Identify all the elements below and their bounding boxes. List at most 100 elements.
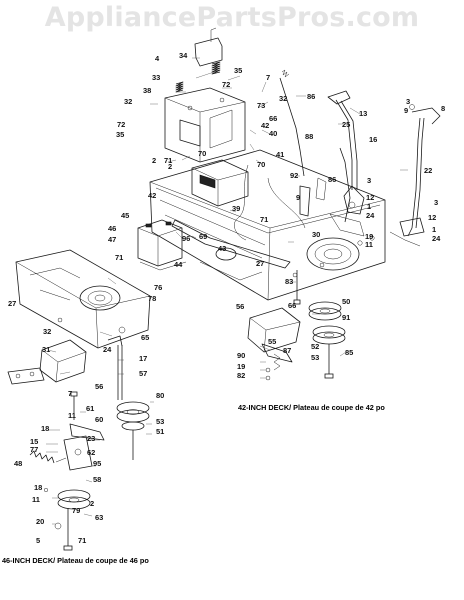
callout-23: 23: [87, 434, 95, 443]
callout-77: 77: [30, 445, 38, 454]
callout-56b: 56: [95, 382, 103, 391]
callout-71b: 71: [260, 215, 268, 224]
main-frame: [149, 149, 386, 301]
callout-69: 69: [199, 232, 207, 241]
callout-8: 8: [441, 104, 445, 113]
callout-13: 13: [359, 109, 367, 118]
callout-3a: 3: [406, 97, 410, 106]
callout-2a: 2: [152, 156, 156, 165]
callout-32c: 32: [43, 327, 51, 336]
callout-35a: 35: [234, 66, 242, 75]
callout-42b: 42: [148, 191, 156, 200]
callout-35b: 35: [116, 130, 124, 139]
callout-7b: 7: [68, 389, 72, 398]
callout-25: 25: [342, 120, 350, 129]
leader-lines: [46, 57, 408, 525]
callout-30: 30: [312, 230, 320, 239]
callout-12a: 12: [366, 193, 374, 202]
callout-91: 91: [342, 313, 350, 322]
callout-60: 60: [95, 415, 103, 424]
callout-82: 82: [237, 371, 245, 380]
callout-53b: 53: [156, 417, 164, 426]
callout-72b: 72: [117, 120, 125, 129]
brake-rod: [389, 104, 441, 247]
callout-46: 46: [108, 224, 116, 233]
callout-20: 20: [36, 517, 44, 526]
deck42-idler: [247, 270, 346, 381]
callout-56a: 56: [236, 302, 244, 311]
callout-32a: 32: [124, 97, 132, 106]
callout-32b: 32: [279, 94, 287, 103]
callout-11b: 11: [68, 411, 76, 420]
callout-78: 78: [148, 294, 156, 303]
callout-45: 45: [121, 211, 129, 220]
callout-39: 39: [232, 204, 240, 213]
callout-42a: 42: [261, 121, 269, 130]
callout-2c: 2: [90, 499, 94, 508]
callout-2b: 2: [168, 162, 172, 171]
callout-22: 22: [424, 166, 432, 175]
callout-87: 87: [283, 346, 291, 355]
callout-9b: 9: [296, 193, 300, 202]
callout-58: 58: [93, 475, 101, 484]
callout-70b: 70: [257, 160, 265, 169]
callout-57: 57: [139, 369, 147, 378]
callout-66a: 66: [269, 114, 277, 123]
callout-1b: 1: [432, 225, 436, 234]
callout-43: 43: [218, 244, 226, 253]
callout-3c: 3: [434, 198, 438, 207]
callout-80: 80: [156, 391, 164, 400]
callout-48: 48: [14, 459, 22, 468]
callout-16: 16: [369, 135, 377, 144]
callout-17: 17: [139, 354, 147, 363]
callout-52: 52: [311, 342, 319, 351]
callout-18b: 18: [34, 483, 42, 492]
callout-95: 95: [93, 459, 101, 468]
callout-24b: 24: [432, 234, 441, 243]
callout-61: 61: [86, 404, 94, 413]
callout-27b: 27: [8, 299, 16, 308]
caption-46-inch-deck: 46-INCH DECK/ Plateau de coupe de 46 po: [2, 556, 149, 565]
callout-12b: 12: [428, 213, 436, 222]
callout-19b: 19: [237, 362, 245, 371]
callout-76: 76: [154, 283, 162, 292]
callout-38: 38: [143, 86, 151, 95]
tank-tray: [191, 159, 249, 207]
callout-70a: 70: [198, 149, 206, 158]
callout-71d: 71: [78, 536, 86, 545]
callout-33: 33: [152, 73, 160, 82]
callout-73: 73: [257, 101, 265, 110]
watermark: AppliancePartsPros.com: [44, 2, 420, 33]
callout-1a: 1: [367, 202, 371, 211]
deck46-idler: [7, 335, 150, 551]
callout-34: 34: [179, 51, 188, 60]
battery: [137, 219, 187, 271]
callout-66b: 66: [288, 301, 296, 310]
callout-53a: 53: [311, 353, 319, 362]
callout-18a: 18: [41, 424, 49, 433]
callout-41: 41: [276, 150, 284, 159]
callout-86b: 86: [328, 175, 336, 184]
callout-51: 51: [156, 427, 164, 436]
callout-31: 31: [42, 345, 50, 354]
callout-40: 40: [269, 129, 277, 138]
callout-71c: 71: [115, 253, 123, 262]
callout-5: 5: [36, 536, 40, 545]
callout-24a: 24: [366, 211, 375, 220]
deck46-frame: [15, 249, 151, 349]
callout-3b: 3: [367, 176, 371, 185]
callout-85: 85: [345, 348, 353, 357]
callout-90: 90: [237, 351, 245, 360]
caption-42-inch-deck: 42-INCH DECK/ Plateau de coupe de 42 po: [238, 403, 385, 412]
callout-50: 50: [342, 297, 350, 306]
callout-55: 55: [268, 337, 276, 346]
cables: [234, 69, 306, 241]
seat-bracket-assembly: [164, 27, 246, 163]
callout-47: 47: [108, 235, 116, 244]
pedal-linkage: [299, 90, 365, 223]
callout-27a: 27: [256, 259, 264, 268]
callout-15: 15: [30, 437, 38, 446]
callout-7a: 7: [266, 73, 270, 82]
callout-86a: 86: [307, 92, 315, 101]
